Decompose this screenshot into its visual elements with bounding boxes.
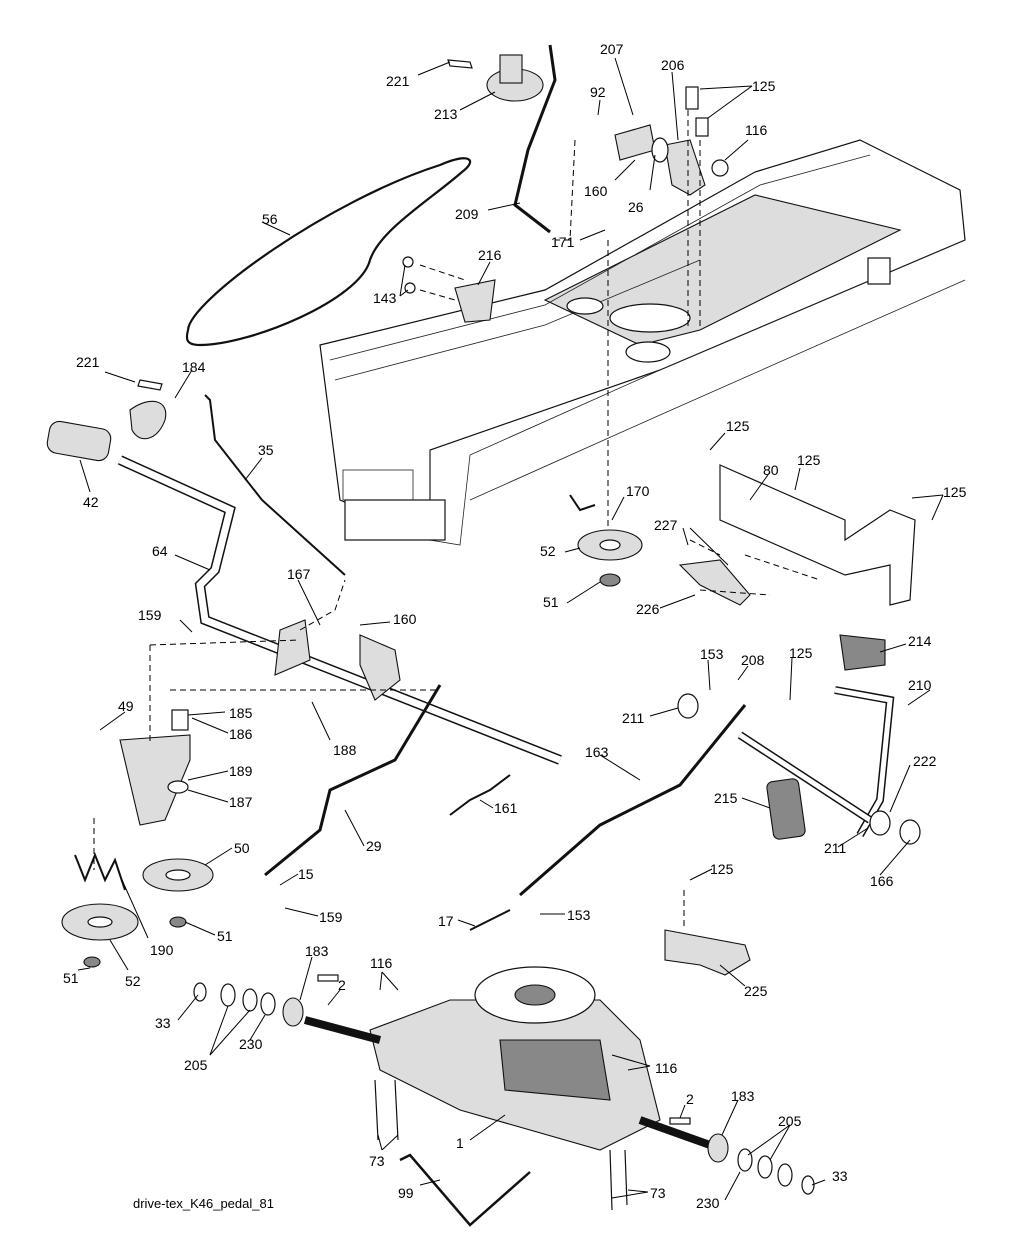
callout-226: 226 bbox=[636, 601, 660, 617]
callout-225: 225 bbox=[744, 983, 768, 999]
callout-188: 188 bbox=[333, 742, 357, 758]
callout-205: 205 bbox=[184, 1057, 208, 1073]
callout-56: 56 bbox=[262, 211, 278, 227]
callout-209: 209 bbox=[455, 206, 479, 222]
callout-51: 51 bbox=[217, 928, 233, 944]
chassis-frame bbox=[319, 139, 966, 546]
callout-51: 51 bbox=[543, 594, 559, 610]
bracket bbox=[664, 139, 706, 196]
callout-125: 125 bbox=[789, 645, 813, 661]
callout-92: 92 bbox=[590, 84, 606, 100]
callout-73: 73 bbox=[369, 1153, 385, 1169]
callout-230: 230 bbox=[696, 1195, 720, 1211]
callout-221: 221 bbox=[386, 73, 410, 89]
callout-labels: 221 213 207 206 125 92 116 160 26 56 209… bbox=[63, 41, 967, 1211]
callout-185: 185 bbox=[229, 705, 253, 721]
callout-206: 206 bbox=[661, 57, 685, 73]
callout-33: 33 bbox=[832, 1168, 848, 1184]
idler-spring bbox=[74, 852, 126, 891]
callout-187: 187 bbox=[229, 794, 253, 810]
callout-211: 211 bbox=[824, 840, 847, 856]
pedal-pad bbox=[839, 634, 886, 671]
callout-125: 125 bbox=[710, 861, 734, 877]
callout-125: 125 bbox=[797, 452, 821, 468]
callout-166: 166 bbox=[870, 873, 894, 889]
diagram-caption: drive-tex_K46_pedal_81 bbox=[133, 1196, 274, 1211]
callout-222: 222 bbox=[913, 753, 937, 769]
callout-186: 186 bbox=[229, 726, 253, 742]
callout-1: 1 bbox=[456, 1135, 464, 1151]
callout-221: 221 bbox=[76, 354, 100, 370]
drive-belt bbox=[185, 157, 472, 347]
callout-125: 125 bbox=[752, 78, 776, 94]
callout-64: 64 bbox=[152, 543, 168, 559]
callout-125: 125 bbox=[943, 484, 967, 500]
callout-29: 29 bbox=[366, 838, 382, 854]
callout-33: 33 bbox=[155, 1015, 171, 1031]
callout-211: 211 bbox=[622, 710, 645, 726]
callout-213: 213 bbox=[434, 106, 458, 122]
callout-170: 170 bbox=[626, 483, 650, 499]
callout-49: 49 bbox=[118, 698, 134, 714]
callout-116: 116 bbox=[745, 122, 768, 138]
alignment-lines bbox=[93, 110, 821, 930]
tension-spring bbox=[449, 774, 511, 816]
callout-26: 26 bbox=[628, 199, 644, 215]
callout-116: 116 bbox=[655, 1060, 678, 1076]
callout-2: 2 bbox=[686, 1091, 694, 1107]
callout-143: 143 bbox=[373, 290, 397, 306]
callout-189: 189 bbox=[229, 763, 253, 779]
callout-116: 116 bbox=[370, 955, 393, 971]
callout-125: 125 bbox=[726, 418, 750, 434]
callout-160: 160 bbox=[393, 611, 417, 627]
hair-pin-clip bbox=[447, 59, 473, 69]
callout-159: 159 bbox=[319, 909, 343, 925]
callout-183: 183 bbox=[731, 1088, 755, 1104]
callout-73: 73 bbox=[650, 1185, 666, 1201]
callout-167: 167 bbox=[287, 566, 311, 582]
callout-210: 210 bbox=[908, 677, 932, 693]
callout-51: 51 bbox=[63, 970, 79, 986]
callout-99: 99 bbox=[398, 1185, 414, 1201]
callout-52: 52 bbox=[125, 973, 141, 989]
callout-183: 183 bbox=[305, 943, 329, 959]
callout-163: 163 bbox=[585, 744, 609, 760]
callout-171: 171 bbox=[551, 234, 575, 250]
callout-2: 2 bbox=[338, 977, 346, 993]
callout-184: 184 bbox=[182, 359, 206, 375]
callout-52: 52 bbox=[540, 543, 556, 559]
control-rod bbox=[264, 684, 442, 877]
callout-35: 35 bbox=[258, 442, 274, 458]
hand-grip bbox=[46, 420, 112, 462]
callout-159: 159 bbox=[138, 607, 162, 623]
callout-190: 190 bbox=[150, 942, 174, 958]
callout-153: 153 bbox=[700, 646, 724, 662]
leader-lines bbox=[77, 57, 944, 1201]
callout-215: 215 bbox=[714, 790, 738, 806]
callout-216: 216 bbox=[478, 247, 502, 263]
callout-161: 161 bbox=[494, 800, 518, 816]
callout-42: 42 bbox=[83, 494, 99, 510]
callout-208: 208 bbox=[741, 652, 765, 668]
callout-15: 15 bbox=[298, 866, 314, 882]
mount-bracket bbox=[719, 464, 916, 606]
callout-17: 17 bbox=[438, 913, 454, 929]
lift-rod bbox=[513, 44, 557, 234]
bypass-rod bbox=[399, 1153, 531, 1227]
callout-80: 80 bbox=[763, 462, 779, 478]
callout-227: 227 bbox=[654, 517, 678, 533]
callout-207: 207 bbox=[600, 41, 624, 57]
callout-153: 153 bbox=[567, 907, 591, 923]
transaxle bbox=[303, 966, 712, 1211]
callout-205: 205 bbox=[778, 1113, 802, 1129]
callout-50: 50 bbox=[234, 840, 250, 856]
callout-230: 230 bbox=[239, 1036, 263, 1052]
idler-arm bbox=[119, 734, 191, 826]
callout-214: 214 bbox=[908, 633, 932, 649]
callout-160: 160 bbox=[584, 183, 608, 199]
